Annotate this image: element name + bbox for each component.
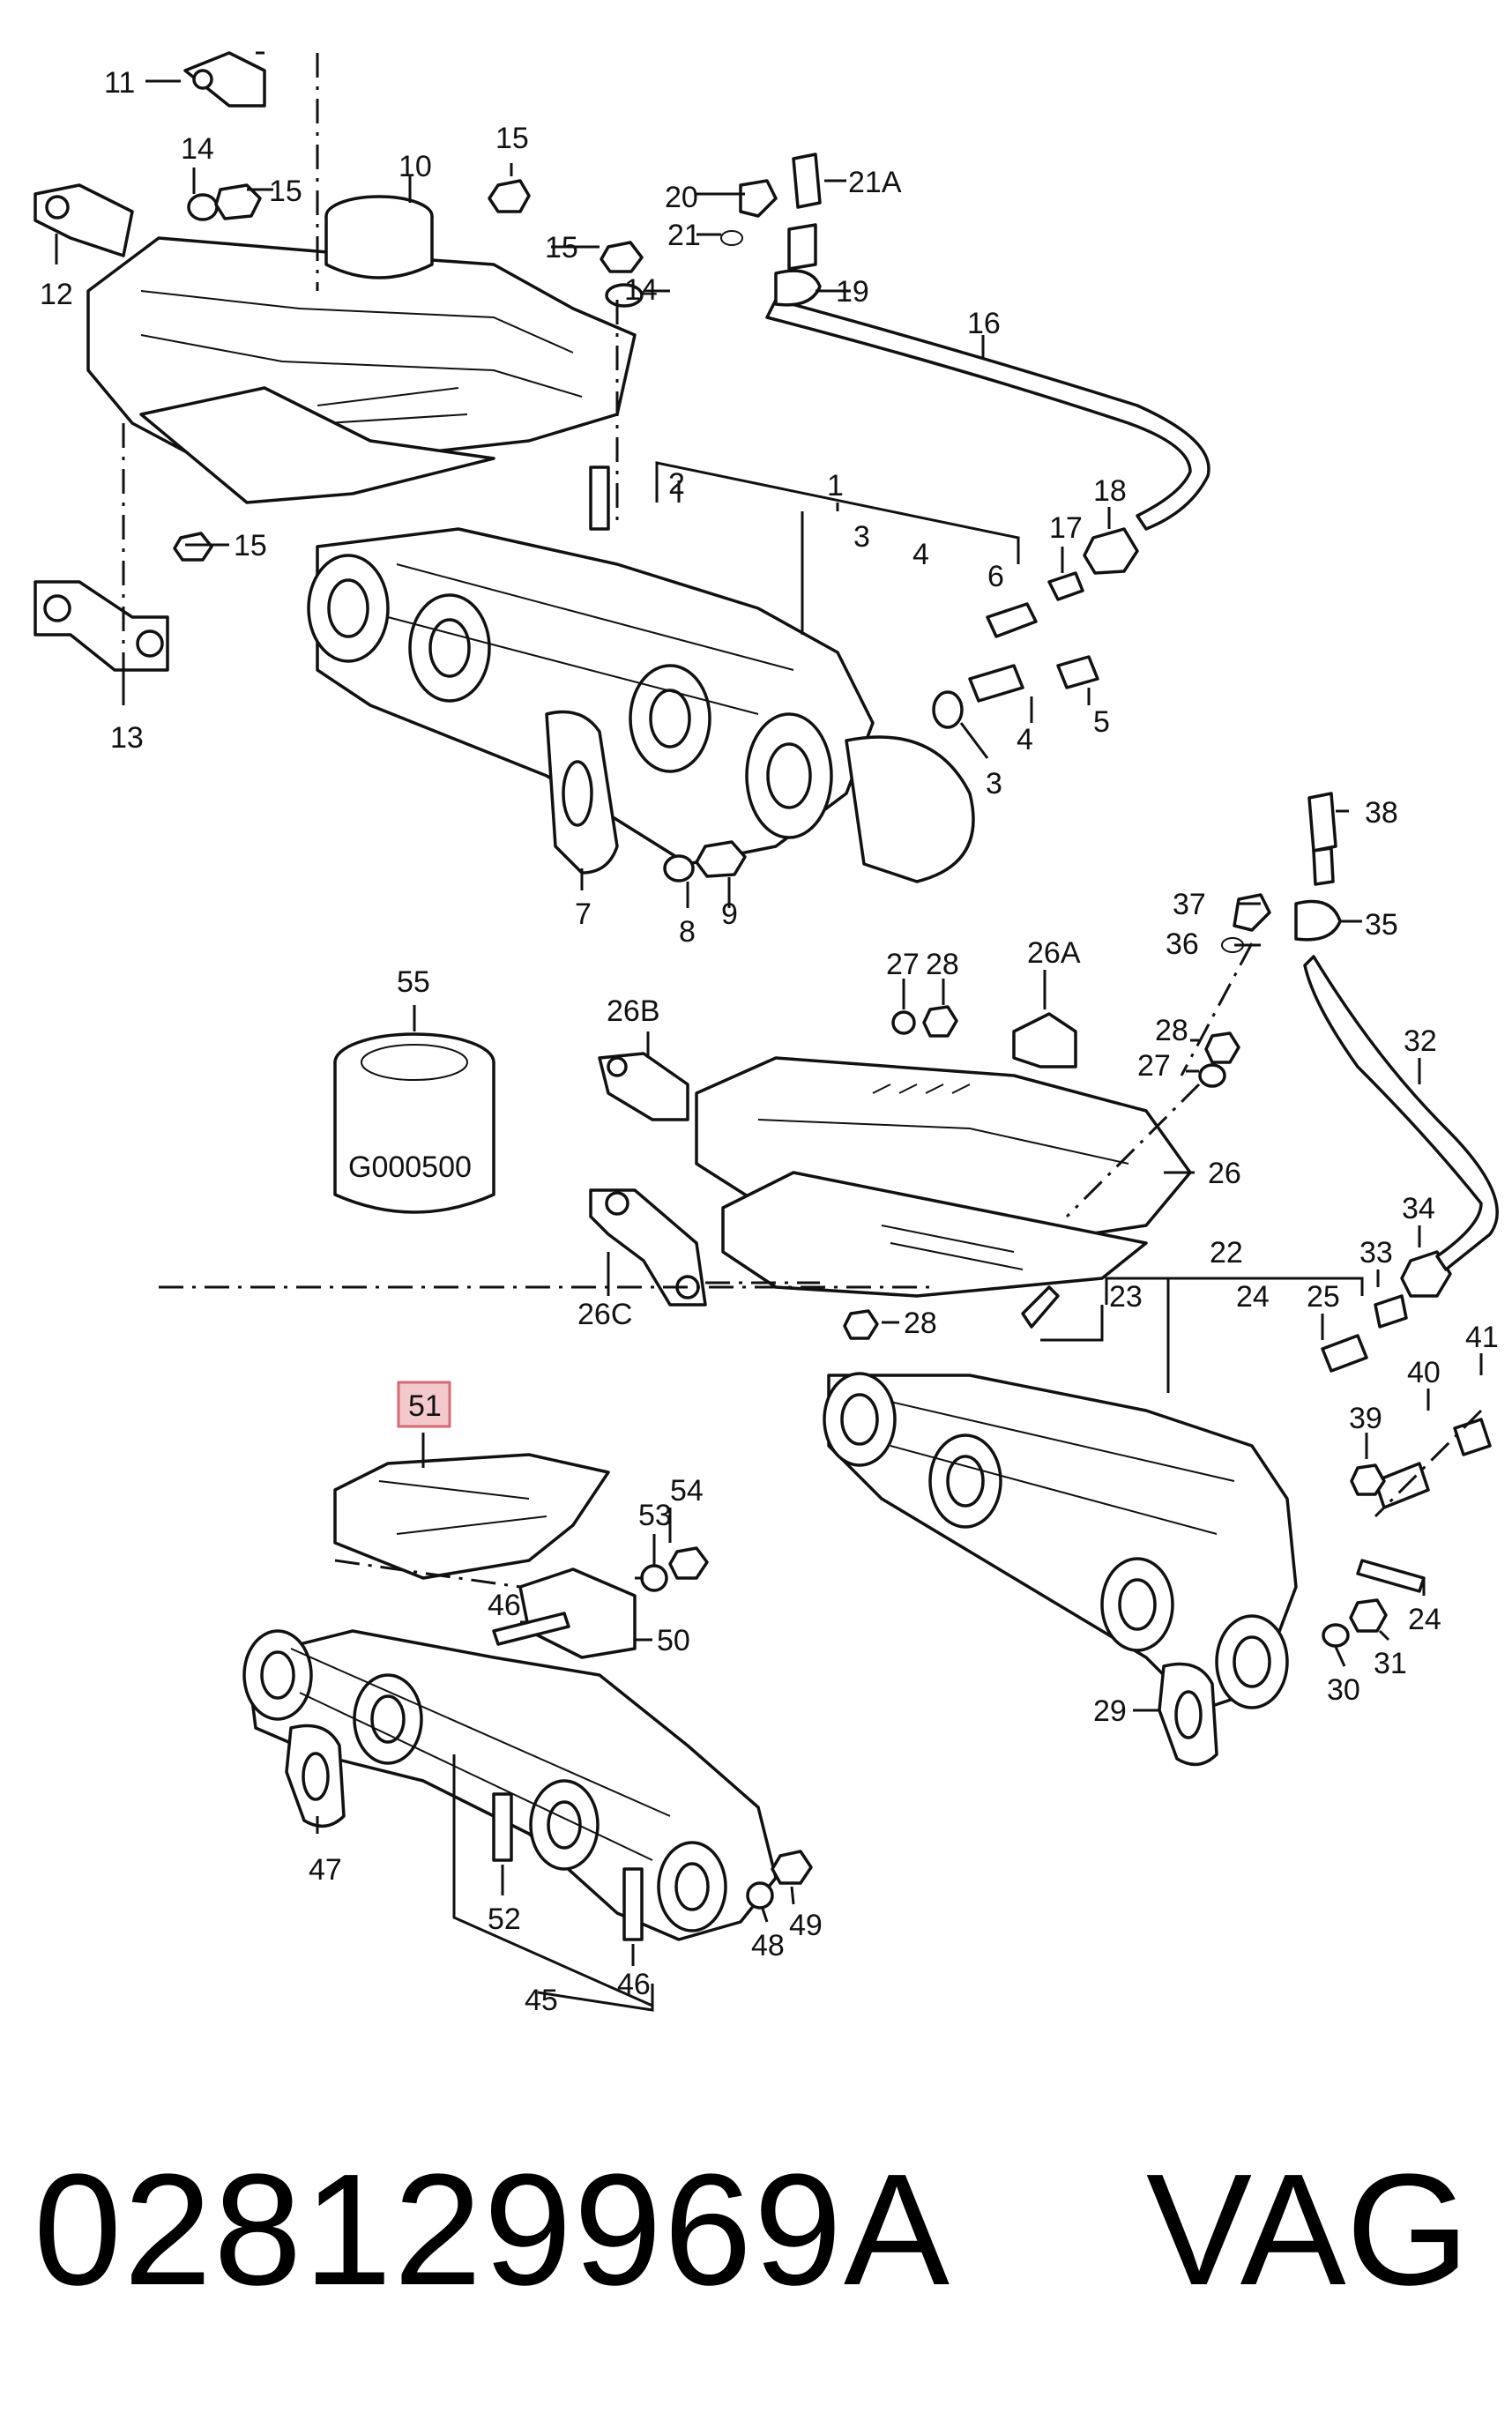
callout-46: 46 bbox=[617, 1968, 651, 2001]
exhaust-manifold-upper bbox=[307, 153, 1210, 883]
callout-17: 17 bbox=[1049, 511, 1083, 545]
callout-55: 55 bbox=[397, 965, 430, 999]
callout-8: 8 bbox=[679, 915, 696, 949]
filter-label: G000500 bbox=[348, 1150, 472, 1184]
callout-15: 15 bbox=[495, 122, 529, 155]
callout-26A: 26A bbox=[1027, 936, 1081, 970]
callout-18: 18 bbox=[1093, 474, 1127, 508]
callout-15: 15 bbox=[545, 231, 578, 264]
highlight-box bbox=[397, 1381, 451, 1428]
callout-36: 36 bbox=[1166, 927, 1199, 961]
callout-45: 45 bbox=[525, 1984, 558, 2017]
callout-28: 28 bbox=[1155, 1014, 1188, 1047]
callout-14: 14 bbox=[181, 132, 214, 166]
callout-50: 50 bbox=[657, 1624, 690, 1657]
callout-52: 52 bbox=[488, 1902, 521, 1936]
callout-3: 3 bbox=[853, 520, 870, 554]
callout-27: 27 bbox=[886, 948, 920, 981]
callout-12: 12 bbox=[40, 278, 73, 311]
callout-38: 38 bbox=[1365, 796, 1398, 830]
callout-28: 28 bbox=[904, 1307, 937, 1340]
exhaust-manifold-lower bbox=[242, 1453, 813, 1941]
callout-26: 26 bbox=[1208, 1157, 1241, 1190]
callout-29: 29 bbox=[1093, 1694, 1127, 1728]
callout-20: 20 bbox=[665, 181, 698, 214]
callout-2: 2 bbox=[668, 467, 685, 501]
callout-41: 41 bbox=[1465, 1321, 1499, 1354]
callout-47: 47 bbox=[309, 1853, 342, 1887]
oil-filter: G000500 bbox=[333, 1032, 495, 1214]
callout-21A: 21A bbox=[848, 166, 902, 199]
callout-15: 15 bbox=[269, 175, 302, 208]
callout-32: 32 bbox=[1404, 1024, 1437, 1058]
callout-40: 40 bbox=[1407, 1356, 1441, 1389]
callout-31: 31 bbox=[1374, 1647, 1407, 1680]
callout-4: 4 bbox=[1017, 723, 1033, 756]
callout-46: 46 bbox=[488, 1589, 521, 1622]
callout-48: 48 bbox=[751, 1929, 785, 1962]
callout-26B: 26B bbox=[607, 994, 660, 1028]
callout-51: 51 bbox=[408, 1389, 442, 1423]
part-number: 028129969A bbox=[34, 2141, 952, 2319]
callout-labels: 11 12 13 14 14 15 15 15 15 10 20 21A 21 … bbox=[40, 66, 1499, 2017]
exhaust-manifold-right bbox=[823, 792, 1499, 1767]
callout-49: 49 bbox=[789, 1909, 823, 1942]
callout-34: 34 bbox=[1402, 1192, 1435, 1225]
callout-28: 28 bbox=[926, 948, 959, 981]
callout-21: 21 bbox=[667, 219, 701, 252]
callout-19: 19 bbox=[836, 275, 869, 309]
callout-23: 23 bbox=[1109, 1280, 1143, 1314]
callout-25: 25 bbox=[1307, 1280, 1340, 1314]
leader-lines bbox=[55, 51, 1483, 2012]
callout-13: 13 bbox=[110, 721, 144, 755]
middle-heat-shield bbox=[589, 1005, 1240, 1340]
callout-16: 16 bbox=[967, 307, 1001, 340]
callout-35: 35 bbox=[1365, 908, 1398, 942]
callout-7: 7 bbox=[575, 897, 592, 931]
callout-33: 33 bbox=[1359, 1236, 1393, 1270]
callout-6: 6 bbox=[987, 560, 1004, 593]
callout-37: 37 bbox=[1173, 888, 1206, 921]
callout-11: 11 bbox=[104, 66, 135, 100]
callout-15: 15 bbox=[234, 529, 267, 562]
callout-27: 27 bbox=[1137, 1049, 1171, 1083]
callout-14: 14 bbox=[624, 273, 658, 307]
brand-name: VAG bbox=[1146, 2141, 1470, 2319]
callout-24: 24 bbox=[1408, 1603, 1441, 1636]
callout-39: 39 bbox=[1349, 1402, 1382, 1435]
callout-1: 1 bbox=[827, 469, 844, 503]
callout-5: 5 bbox=[1093, 705, 1110, 739]
callout-9: 9 bbox=[721, 897, 738, 931]
callout-10: 10 bbox=[398, 150, 432, 183]
upper-heat-shield bbox=[34, 51, 644, 672]
callout-26C: 26C bbox=[577, 1298, 632, 1331]
callout-53: 53 bbox=[638, 1499, 672, 1532]
callout-3: 3 bbox=[986, 767, 1002, 800]
callout-4: 4 bbox=[912, 538, 929, 571]
callout-24: 24 bbox=[1236, 1280, 1270, 1314]
callout-22: 22 bbox=[1210, 1236, 1243, 1270]
callout-30: 30 bbox=[1327, 1673, 1360, 1707]
callout-54: 54 bbox=[670, 1474, 704, 1508]
